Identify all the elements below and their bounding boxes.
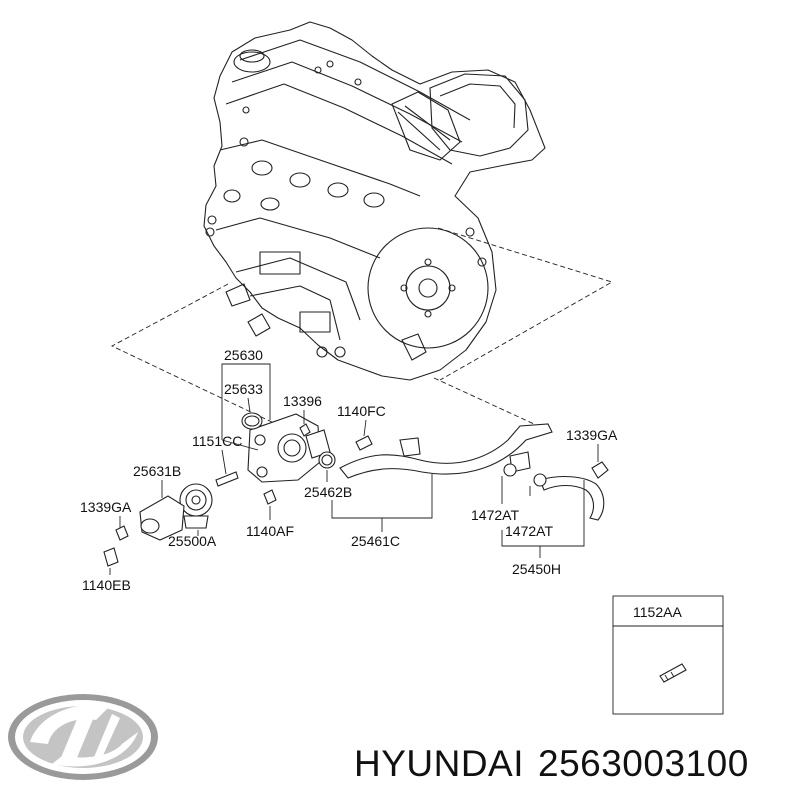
- brand-name: HYUNDAI: [354, 743, 524, 784]
- part-number: 2563003100: [538, 743, 749, 784]
- stud-1152AA: [659, 663, 687, 683]
- label-1339GA-left: 1339GA: [80, 499, 132, 515]
- detail-box-1152AA: 1152AA: [612, 595, 724, 715]
- label-1472AT-a: 1472AT: [471, 507, 519, 523]
- hyundai-logo-icon: [8, 694, 158, 780]
- part-labels: 25630 25633 13396 1140FC 1339GA 1151CC 2…: [80, 347, 618, 593]
- label-25450H: 25450H: [512, 561, 561, 577]
- label-1339GA-right: 1339GA: [566, 427, 618, 443]
- label-25461C: 25461C: [351, 533, 400, 549]
- label-1140FC: 1140FC: [337, 403, 386, 419]
- thermostat-housing: [103, 412, 336, 567]
- label-1140EB: 1140EB: [82, 577, 131, 593]
- label-1140AF: 1140AF: [246, 523, 294, 539]
- engine-block: [203, 21, 546, 381]
- label-25462B: 25462B: [304, 484, 352, 500]
- label-25500A: 25500A: [168, 533, 217, 549]
- assembly-frame: [111, 227, 614, 425]
- label-25633: 25633: [224, 381, 263, 397]
- label-25630: 25630: [224, 347, 263, 363]
- label-13396: 13396: [283, 393, 322, 409]
- leader-lines: [109, 363, 599, 575]
- water-pipe-assembly: [339, 423, 609, 521]
- label-1151CC: 1151CC: [192, 433, 242, 449]
- label-1152AA: 1152AA: [633, 604, 682, 620]
- label-25631B: 25631B: [133, 463, 181, 479]
- label-1472AT-b: 1472AT: [505, 523, 553, 539]
